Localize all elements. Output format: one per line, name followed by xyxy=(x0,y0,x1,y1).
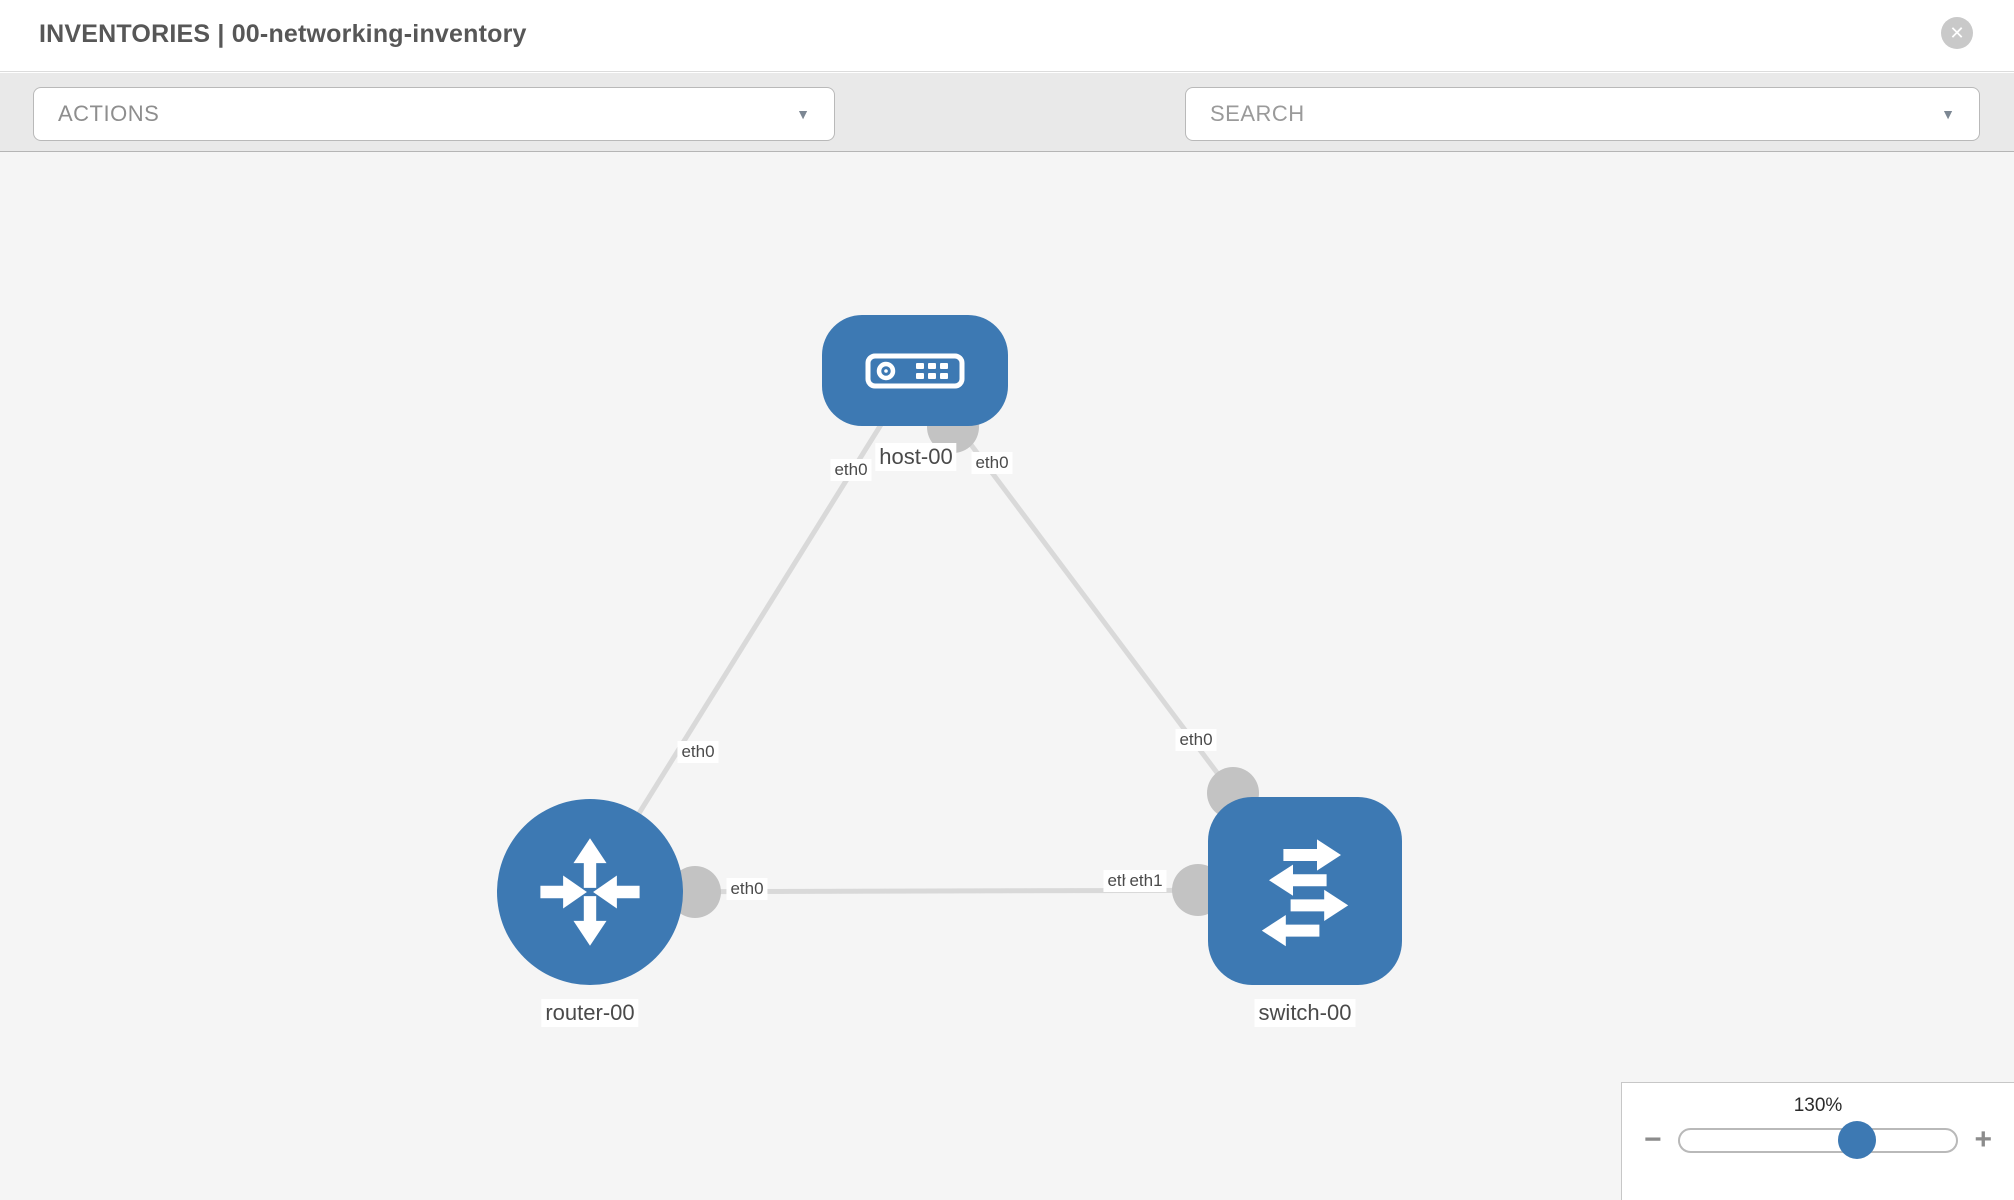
port-label: eth1 xyxy=(1125,870,1167,892)
port-label: eth0 xyxy=(677,741,719,763)
caret-down-icon: ▼ xyxy=(1941,106,1955,122)
zoom-level-value: 130% xyxy=(1793,1095,1843,1116)
port-label: eth0 xyxy=(726,878,768,900)
port-label: eth0 xyxy=(830,459,872,481)
router-icon xyxy=(540,838,640,946)
search-dropdown[interactable]: SEARCH ▼ xyxy=(1185,87,1980,141)
actions-dropdown-label: ACTIONS xyxy=(58,101,160,126)
search-placeholder: SEARCH xyxy=(1210,101,1305,126)
page-title: INVENTORIES | 00-networking-inventory xyxy=(39,20,527,48)
switch-icon xyxy=(1261,839,1349,947)
host-icon xyxy=(865,353,965,388)
close-button[interactable]: ✕ xyxy=(1941,17,1973,49)
link-edges xyxy=(587,368,1307,895)
node-label-router: router-00 xyxy=(541,999,639,1027)
minus-icon: − xyxy=(1644,1123,1662,1156)
node-router-00[interactable] xyxy=(497,799,683,985)
zoom-panel: 130% − + xyxy=(1621,1082,2014,1200)
node-switch-00[interactable] xyxy=(1208,797,1402,985)
plus-icon: + xyxy=(1974,1123,1992,1156)
zoom-slider-thumb[interactable] xyxy=(1837,1121,1876,1159)
zoom-in-button[interactable]: + xyxy=(1974,1125,1992,1155)
zoom-slider[interactable] xyxy=(1677,1121,1959,1159)
actions-dropdown[interactable]: ACTIONS ▼ xyxy=(33,87,835,141)
port-label: eth0 xyxy=(1175,729,1217,751)
node-label-switch: switch-00 xyxy=(1254,999,1356,1027)
page-header: INVENTORIES | 00-networking-inventory ✕ xyxy=(0,0,2014,72)
caret-down-icon: ▼ xyxy=(796,106,810,122)
topology-canvas[interactable]: eth0 eth0 eth0 eth0 eth0 eth0 eth1 host-… xyxy=(0,152,2014,1200)
port-label: eth0 xyxy=(971,452,1013,474)
zoom-out-button[interactable]: − xyxy=(1644,1125,1662,1155)
node-host-00[interactable] xyxy=(822,315,1008,426)
close-icon: ✕ xyxy=(1949,22,1965,43)
link-host-router xyxy=(587,368,918,894)
toolbar: ACTIONS ▼ SEARCH ▼ xyxy=(0,73,2014,205)
node-label-host: host-00 xyxy=(875,443,957,471)
